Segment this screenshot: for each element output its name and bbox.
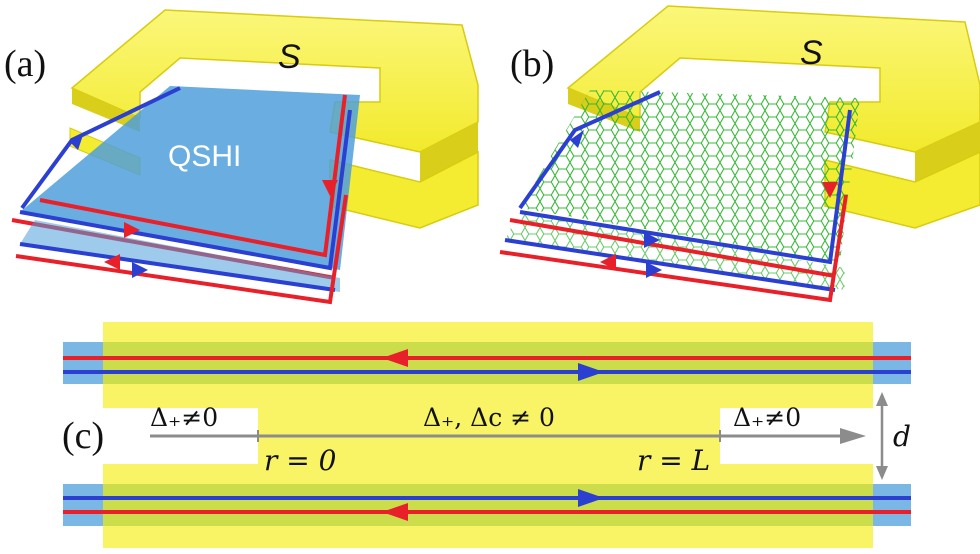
edge-state-blue-upper [518, 90, 852, 265]
superconductor-label-b: S [800, 34, 823, 72]
panel-b-label: (b) [510, 43, 554, 85]
region-right-label: Δ₊≠0 [733, 403, 801, 432]
triangle-arrow-icon [578, 489, 604, 507]
marker-left-label: r = 0 [264, 444, 336, 477]
overlap-band-top [103, 342, 873, 384]
triangle-arrow-icon [382, 503, 408, 521]
qshi-lower-sheet [20, 220, 340, 292]
superconductor-upper-side [72, 88, 140, 132]
triangle-arrow-icon [124, 222, 140, 238]
marker-right-label: r = L [637, 444, 710, 477]
triangle-arrow-icon [104, 254, 120, 270]
graphene-upper-sheet [520, 90, 860, 262]
triangle-arrow-icon [70, 132, 84, 150]
triangle-arrow-icon [876, 392, 888, 406]
superconductor-label-a: S [278, 38, 301, 76]
edge-state-blue-upper [19, 86, 352, 271]
region-left-label: Δ₊≠0 [150, 403, 218, 432]
qshi-label: QSHI [168, 140, 241, 173]
edge-state-blue-lower [504, 238, 836, 292]
triangle-arrow-icon [822, 182, 838, 198]
panel-a: (a) S QSHI [4, 9, 479, 305]
panel-c-label: (c) [62, 415, 104, 457]
triangle-arrow-icon [322, 180, 338, 196]
overlap-band-bottom [103, 484, 873, 526]
edge-state-red-upper [509, 218, 836, 278]
region-middle-label: Δ₊, Δc ≠ 0 [423, 403, 555, 432]
panel-b: (b) S [499, 5, 980, 303]
triangle-arrow-icon [646, 262, 662, 278]
triangle-arrow-icon [570, 130, 584, 148]
triangle-arrow-icon [644, 232, 660, 248]
panel-c: (c) Δ₊≠0 Δ₊, Δc ≠ 0 Δ₊≠0 r = 0 r = L d [62, 322, 911, 548]
edge-state-blue-lower [19, 242, 336, 292]
triangle-arrow-icon [600, 254, 616, 270]
triangle-arrow-icon [578, 363, 604, 381]
triangle-arrow-icon [132, 262, 148, 278]
edge-state-red-lower [499, 194, 848, 303]
separation-label: d [893, 420, 911, 453]
edge-state-red-upper [39, 94, 347, 258]
triangle-arrow-icon [382, 349, 408, 367]
edge-state-red-lower [15, 194, 348, 305]
superconductor-lower-slab [329, 150, 479, 229]
panel-a-label: (a) [4, 43, 46, 85]
qshi-upper-sheet [20, 86, 360, 270]
triangle-arrow-icon [876, 466, 888, 480]
triangle-arrow-icon [840, 428, 866, 444]
